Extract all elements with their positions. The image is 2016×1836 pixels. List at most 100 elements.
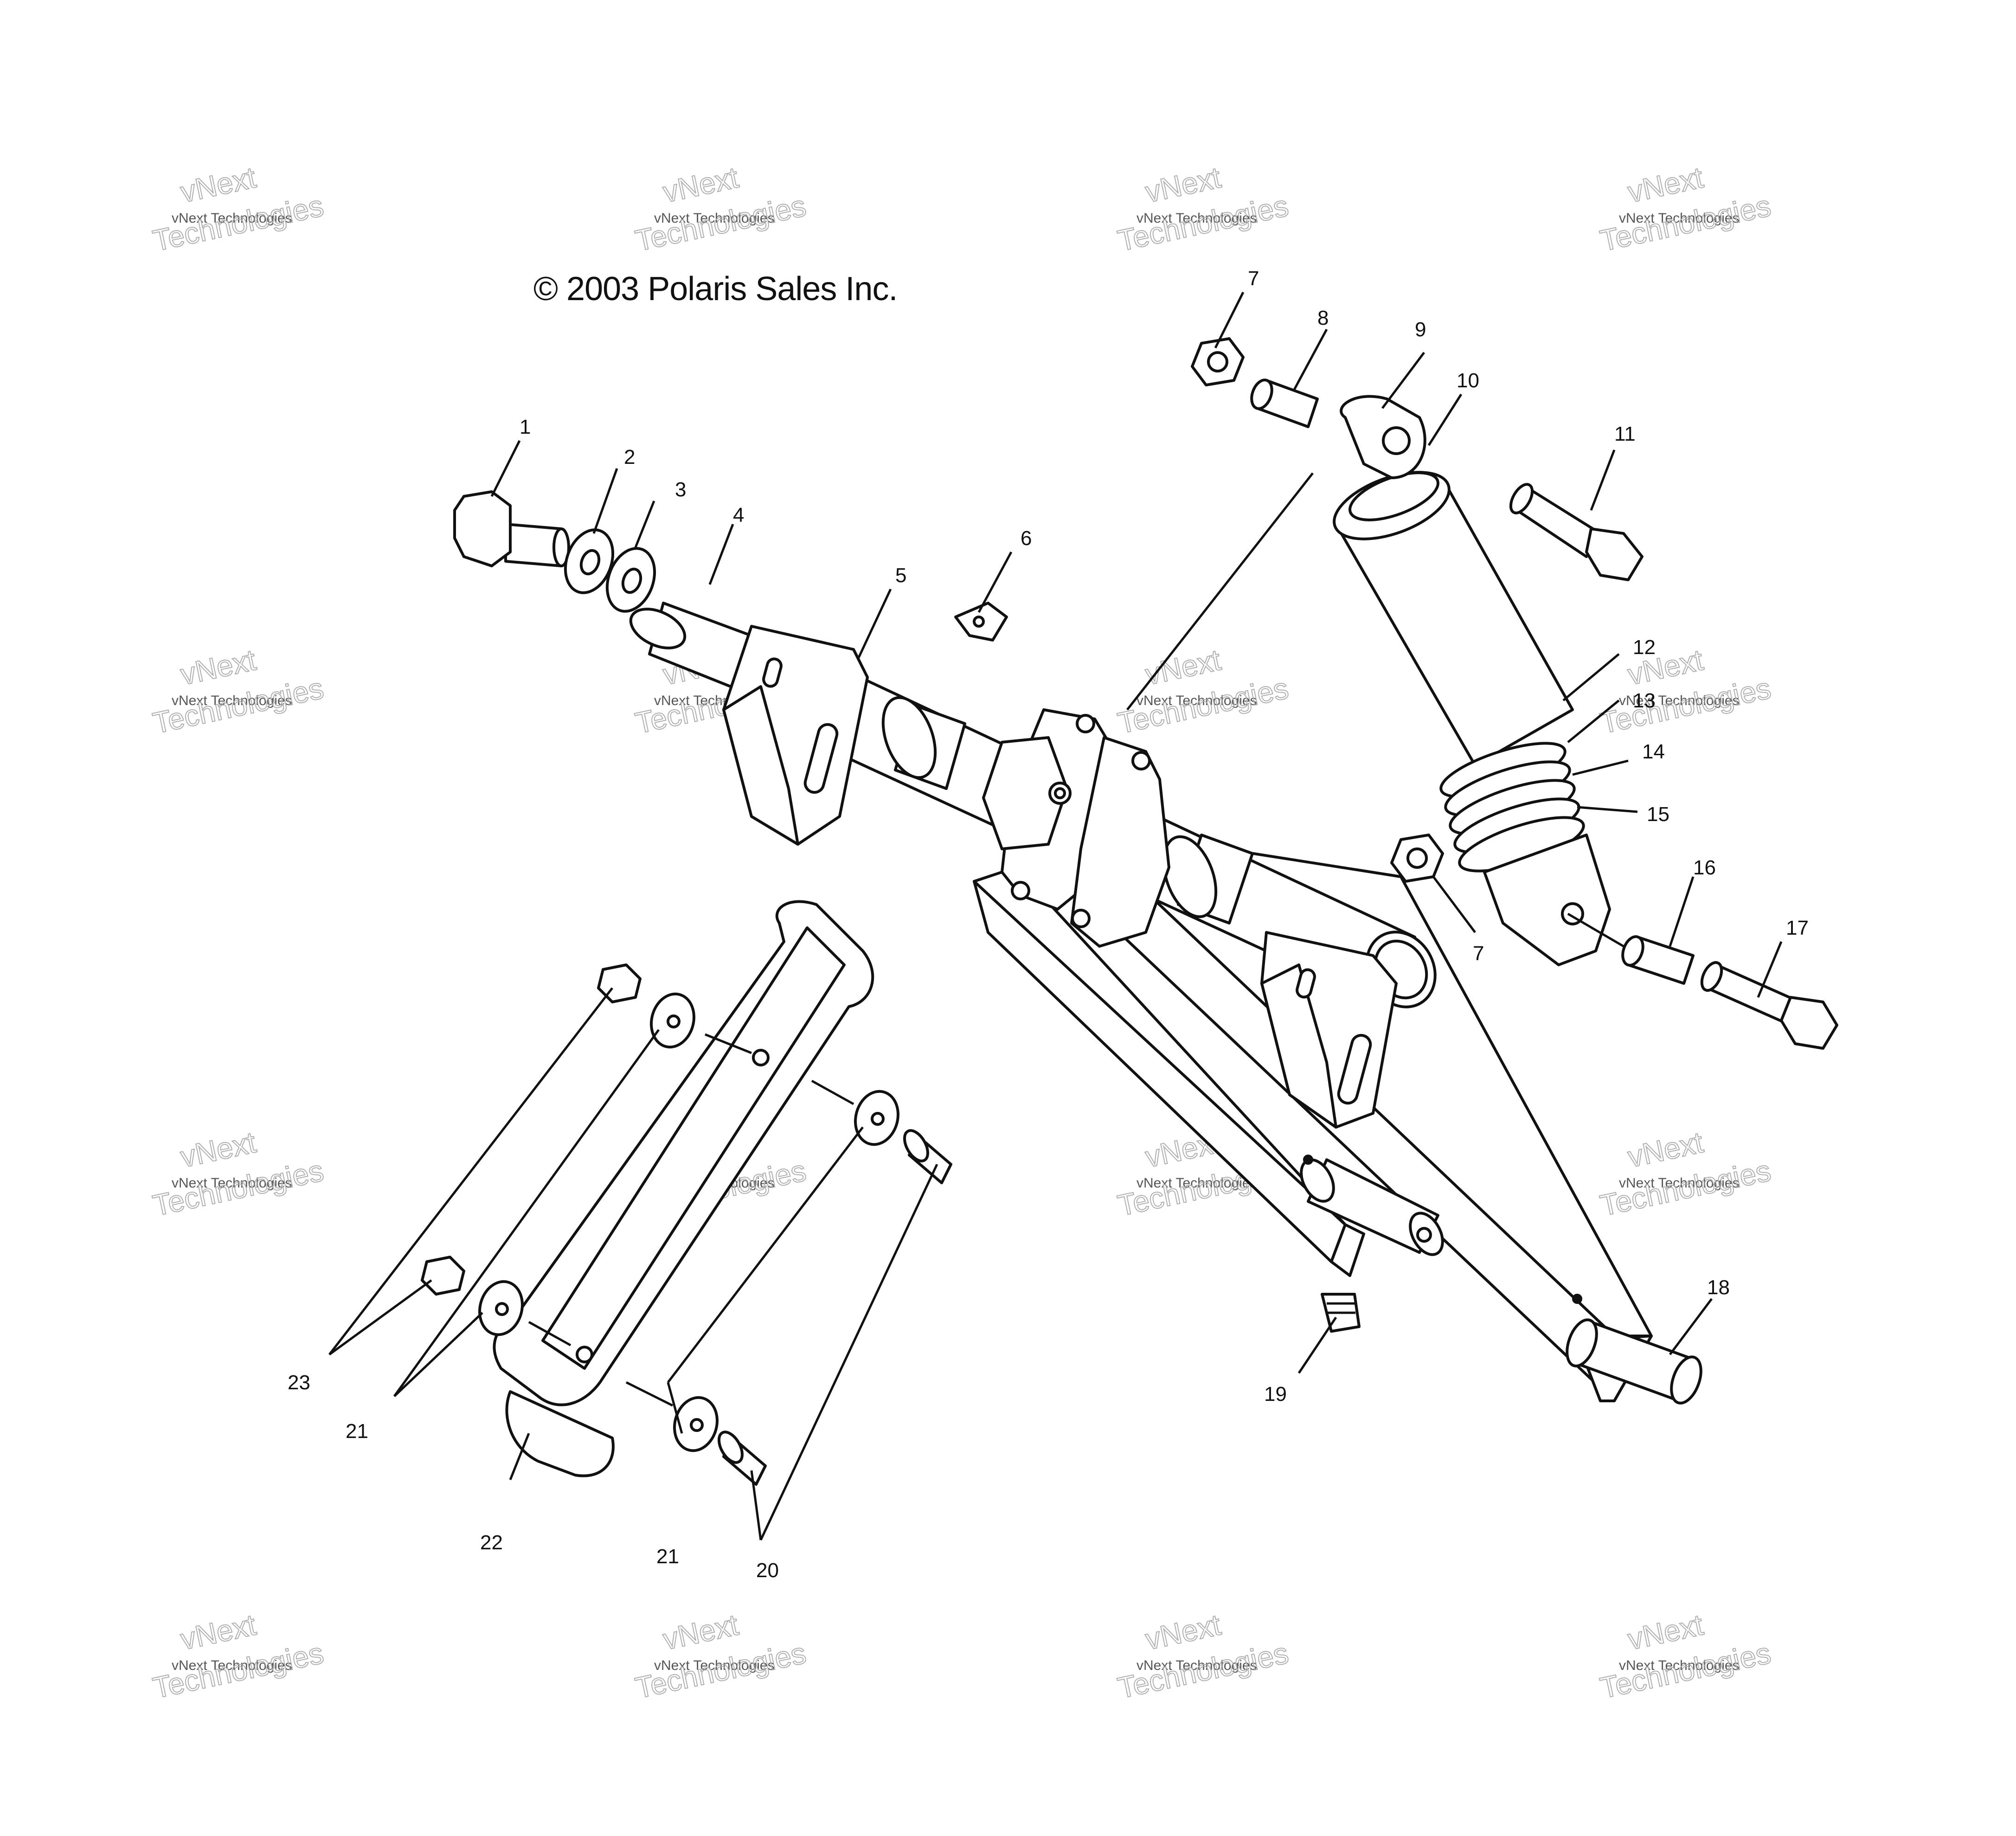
callout-1: 1 (520, 416, 531, 438)
alignment-line (625, 1381, 674, 1407)
callout-8: 8 (1317, 307, 1329, 329)
torque-link-22 (493, 900, 874, 1477)
callout-20: 20 (756, 1559, 779, 1582)
callout-3: 3 (675, 478, 686, 501)
nut-23-lower (421, 1256, 465, 1296)
svg-text:vNext: vNext (1143, 160, 1224, 209)
svg-text:vNext Technologies: vNext Technologies (172, 1175, 292, 1191)
alignment-line (705, 1033, 752, 1054)
callout-11: 11 (1614, 423, 1636, 445)
callout-18: 18 (1707, 1276, 1730, 1299)
svg-text:vNext: vNext (1625, 1125, 1706, 1174)
watermark: vNext vNext Technologies Technologies (1597, 160, 1774, 258)
sleeve-16 (1621, 935, 1695, 985)
svg-text:vNext: vNext (1625, 1608, 1706, 1656)
callout-2: 2 (624, 446, 635, 469)
pin-18 (1566, 1318, 1702, 1405)
nut-7-top-hole (1207, 351, 1228, 372)
svg-text:vNext Technologies: vNext Technologies (1619, 1175, 1740, 1191)
washer-21-lower-left-hole (495, 1302, 509, 1316)
watermark: vNext vNext Technologies Technologies (632, 160, 809, 258)
svg-text:vNext: vNext (1143, 1608, 1224, 1656)
svg-text:Technologies: Technologies (150, 189, 326, 257)
callout-21-lower: 21 (656, 1545, 679, 1568)
bolt-20-lower (718, 1431, 767, 1486)
svg-text:vNext Technologies: vNext Technologies (1619, 1658, 1740, 1673)
svg-text:Technologies: Technologies (150, 1636, 326, 1705)
callout-7-top: 7 (1248, 267, 1259, 290)
watermark: vNext vNext Technologies Technologies (1597, 1125, 1774, 1223)
svg-text:vNext: vNext (660, 1608, 741, 1656)
callout-9: 9 (1415, 318, 1426, 341)
left-mount-bracket (722, 625, 869, 846)
svg-text:Technologies: Technologies (1597, 189, 1773, 257)
svg-text:Technologies: Technologies (1115, 189, 1291, 257)
watermark: vNext vNext Technologies Technologies (1597, 642, 1774, 740)
alignment-line (1567, 912, 1624, 948)
callout-10: 10 (1457, 369, 1479, 392)
svg-text:vNext Technologies: vNext Technologies (1136, 1175, 1257, 1191)
svg-text:Technologies: Technologies (1597, 1154, 1773, 1222)
watermark: vNext vNext Technologies Technologies (149, 160, 327, 258)
callout-15: 15 (1647, 803, 1669, 826)
watermark: vNext vNext Technologies Technologies (1597, 1607, 1774, 1705)
watermark: vNext vNext Technologies Technologies (149, 642, 327, 740)
svg-text:vNext Technologies: vNext Technologies (172, 693, 292, 708)
right-mount-bracket (1260, 931, 1398, 1129)
svg-text:vNext Technologies: vNext Technologies (1619, 211, 1740, 226)
svg-text:vNext: vNext (660, 160, 741, 209)
alignment-line (1126, 472, 1314, 711)
shock-absorber (1333, 395, 1611, 966)
watermark: vNext vNext Technologies Technologies (1114, 1607, 1291, 1705)
alignment-line (811, 1079, 854, 1105)
leader-lines (328, 291, 1783, 1541)
svg-text:vNext Technologies: vNext Technologies (1136, 693, 1257, 708)
svg-text:Technologies: Technologies (1597, 671, 1773, 740)
washer-3-hole (621, 567, 642, 594)
svg-text:Technologies: Technologies (1115, 1636, 1291, 1705)
callout-16: 16 (1693, 856, 1716, 879)
callout-12: 12 (1633, 636, 1656, 659)
sleeve-8 (1250, 379, 1319, 428)
svg-text:vNext Technologies: vNext Technologies (654, 211, 775, 226)
callout-19: 19 (1264, 1383, 1287, 1406)
bolt-11 (1509, 483, 1644, 581)
svg-text:vNext: vNext (1143, 643, 1224, 691)
callout-5: 5 (895, 564, 906, 587)
svg-text:Technologies: Technologies (632, 1636, 809, 1705)
svg-text:vNext Technologies: vNext Technologies (1136, 1658, 1257, 1673)
svg-text:vNext Technologies: vNext Technologies (1136, 211, 1257, 226)
callout-23: 23 (288, 1371, 310, 1394)
bolt-1 (453, 490, 570, 567)
watermark: vNext vNext Technologies Technologies (632, 1607, 809, 1705)
grease-fitting-19 (1321, 1293, 1361, 1333)
callout-7-mid: 7 (1473, 942, 1484, 965)
svg-text:vNext Technologies: vNext Technologies (1619, 693, 1740, 708)
svg-text:Technologies: Technologies (1115, 671, 1291, 740)
nut-7-mid-hole (1406, 847, 1428, 869)
washer-2-hole (579, 549, 601, 576)
svg-text:vNext Technologies: vNext Technologies (172, 211, 292, 226)
alignment-line (528, 1321, 571, 1347)
svg-text:vNext: vNext (178, 1608, 259, 1656)
svg-text:vNext: vNext (1625, 160, 1706, 209)
bolt-20-upper (903, 1129, 952, 1184)
svg-text:Technologies: Technologies (150, 671, 326, 740)
callout-14: 14 (1642, 740, 1665, 763)
svg-text:vNext: vNext (178, 160, 259, 209)
callout-21-upper: 21 (346, 1420, 368, 1443)
watermark: vNext vNext Technologies Technologies (149, 1607, 327, 1705)
center-clamp-brackets (982, 708, 1170, 948)
svg-text:vNext Technologies: vNext Technologies (654, 1658, 775, 1673)
callout-6: 6 (1021, 527, 1032, 550)
svg-text:vNext: vNext (178, 643, 259, 691)
copyright-notice: © 2003 Polaris Sales Inc. (533, 270, 898, 308)
watermark: vNext vNext Technologies Technologies (1114, 160, 1291, 258)
svg-text:vNext Technologies: vNext Technologies (172, 1658, 292, 1673)
callout-13: 13 (1633, 689, 1656, 712)
watermark: vNext vNext Technologies Technologies (149, 1125, 327, 1223)
washer-21-upper-right-hole (871, 1112, 885, 1126)
svg-text:Technologies: Technologies (632, 189, 809, 257)
